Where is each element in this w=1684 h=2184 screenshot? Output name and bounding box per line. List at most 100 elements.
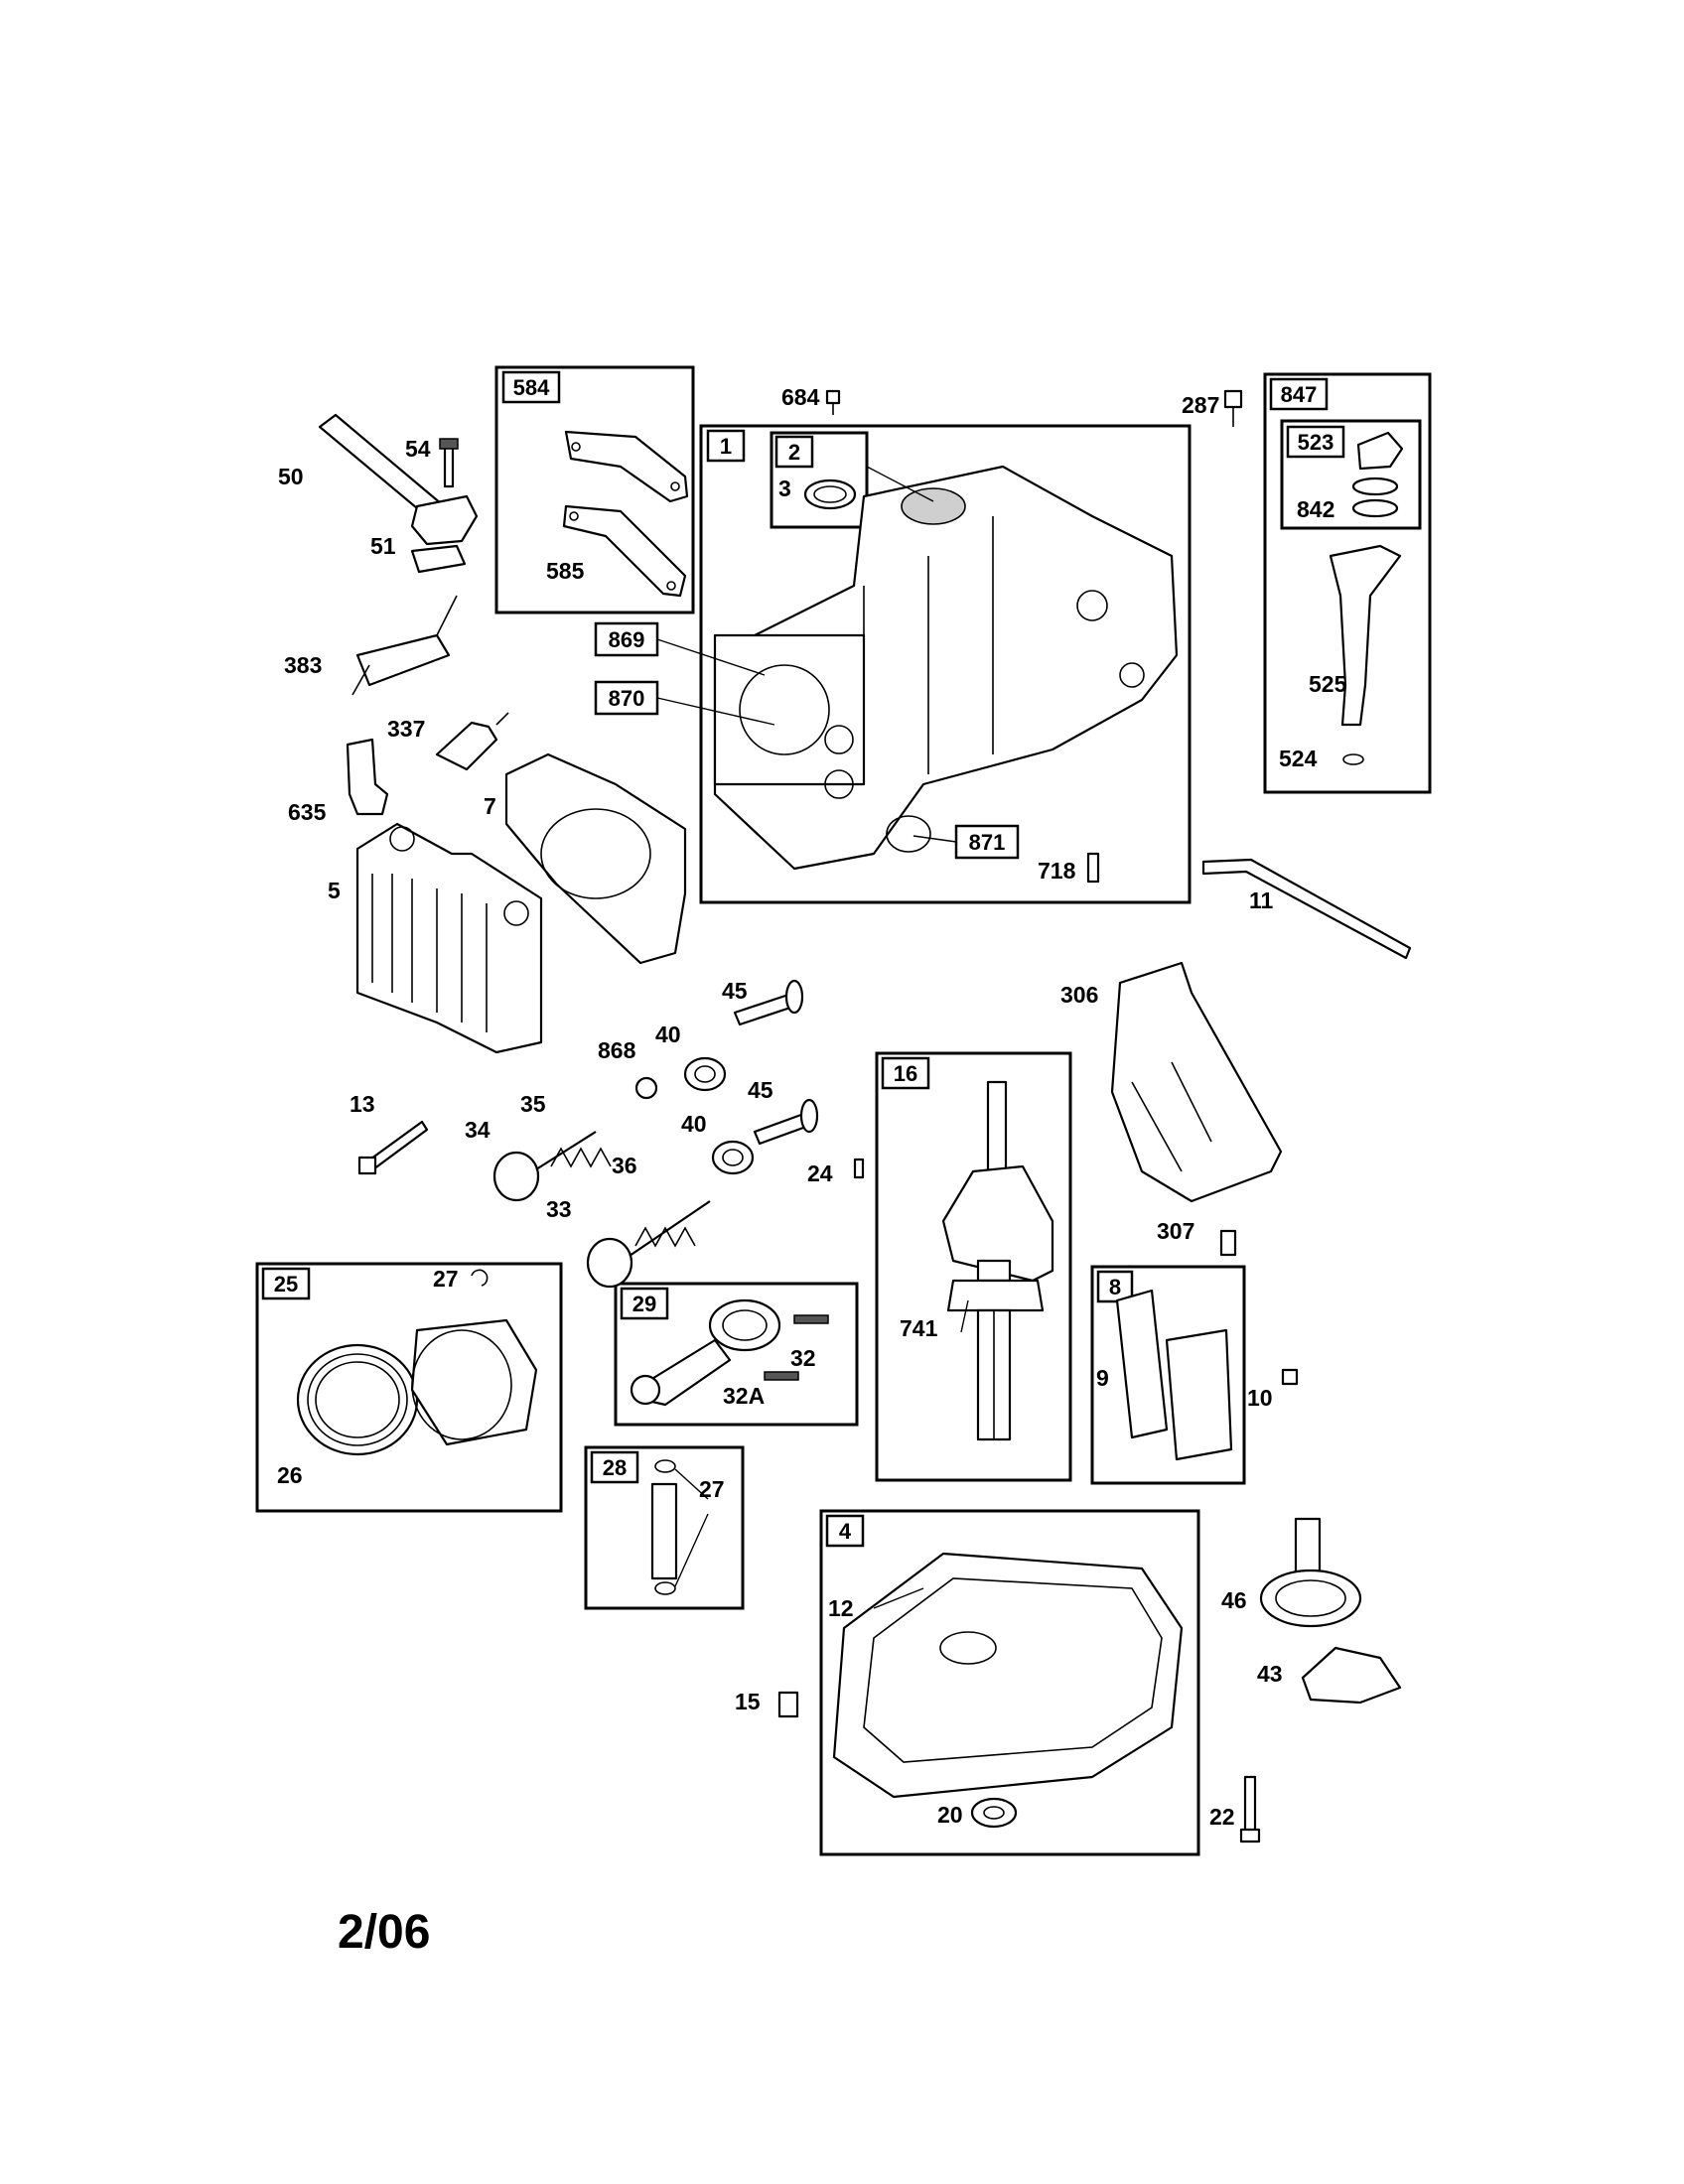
tag-16: 16 [881,1056,930,1090]
callout-525: 525 [1309,671,1347,697]
callout-35: 35 [520,1091,546,1117]
callout-43: 43 [1257,1661,1283,1687]
frame-25 [255,1262,563,1513]
tag-523: 523 [1286,425,1345,459]
callout-684: 684 [781,384,820,410]
callout-337: 337 [387,716,425,742]
bolts-top [825,389,1243,427]
frame-523 [1280,419,1422,530]
tag-584: 584 [501,370,561,404]
callout-741: 741 [900,1315,938,1341]
leader-lines [656,466,969,1609]
piston-pin [650,1459,678,1595]
callout-27-pin: 27 [699,1476,725,1502]
callout-24: 24 [807,1160,833,1186]
dowel-pin [1086,852,1100,884]
svg-text:870: 870 [609,686,645,711]
svg-text:847: 847 [1281,382,1318,407]
engine-block [713,465,1179,871]
callout-13: 13 [350,1091,375,1117]
svg-text:869: 869 [609,627,645,652]
callout-45-upper: 45 [722,978,748,1004]
svg-text:871: 871 [969,830,1006,855]
callout-524: 524 [1279,746,1318,771]
frame-847 [1263,372,1432,794]
cover-bolt [1239,1775,1261,1843]
oil-seal [803,478,857,510]
frame-28 [584,1445,745,1610]
shield [1110,961,1283,1203]
callout-15: 15 [735,1689,761,1714]
callout-635: 635 [288,799,327,825]
tag-869: 869 [594,621,659,657]
callout-46: 46 [1221,1587,1247,1613]
tag-8: 8 [1096,1270,1134,1303]
tag-4: 4 [825,1514,865,1548]
valve-train [634,979,865,1179]
governor [1301,1646,1402,1705]
ignition-parts [346,595,509,816]
callout-7: 7 [484,793,496,819]
svg-text:28: 28 [603,1455,627,1480]
callout-40-lower: 40 [681,1111,707,1137]
callout-585: 585 [546,558,585,584]
tag-1: 1 [706,429,746,463]
frame-584 [494,365,695,614]
side-cover [1115,1289,1299,1461]
callout-3: 3 [778,476,791,501]
tag-29: 29 [620,1287,669,1320]
callout-40-upper: 40 [655,1022,681,1047]
crankcase-cover [832,1552,1184,1829]
callout-10: 10 [1247,1385,1273,1411]
callout-306: 306 [1060,982,1098,1008]
svg-text:29: 29 [632,1292,656,1316]
svg-text:523: 523 [1298,430,1334,455]
tag-871: 871 [954,824,1020,860]
svg-text:8: 8 [1109,1275,1121,1299]
callout-20: 20 [937,1802,963,1828]
callout-842: 842 [1297,496,1334,522]
callout-50: 50 [278,464,304,489]
crankshaft [941,1080,1054,1441]
frame-8 [1090,1265,1246,1485]
svg-text:2: 2 [788,440,800,465]
frame-2 [770,431,869,529]
callout-34: 34 [465,1117,491,1143]
breather-gaskets [562,430,689,598]
tag-25: 25 [261,1267,311,1300]
callout-22: 22 [1209,1804,1235,1830]
cover-plug [777,1691,799,1718]
svg-text:16: 16 [894,1061,917,1086]
shield-bolt [1219,1229,1237,1257]
cylinder-head [355,822,543,1054]
tag-847: 847 [1269,377,1329,411]
connecting-rod [630,1298,829,1407]
svg-text:584: 584 [513,375,550,400]
callout-33: 33 [546,1196,572,1222]
frame-29 [614,1282,859,1427]
callout-9: 9 [1096,1365,1109,1391]
breather-tube [318,413,479,574]
tag-2: 2 [774,435,814,469]
callout-32a: 32A [723,1383,765,1409]
tag-870: 870 [594,680,659,716]
callout-383: 383 [284,652,322,678]
tag-28: 28 [590,1450,639,1484]
valves-springs [492,1131,711,1289]
cam-gear [1259,1517,1362,1628]
head-gasket [504,752,687,965]
callout-718: 718 [1038,858,1076,884]
callout-36: 36 [612,1153,637,1178]
callout-26: 26 [277,1462,303,1488]
callout-45-lower: 45 [748,1077,773,1103]
frame-1 [699,424,1192,904]
callout-32: 32 [790,1345,816,1371]
dipstick-rod [1201,858,1412,960]
callout-5: 5 [328,878,341,903]
svg-text:25: 25 [274,1272,298,1297]
callout-54: 54 [405,436,431,462]
callout-287: 287 [1182,392,1219,418]
svg-text:4: 4 [839,1519,852,1544]
date-code: 2/06 [338,1906,430,1959]
